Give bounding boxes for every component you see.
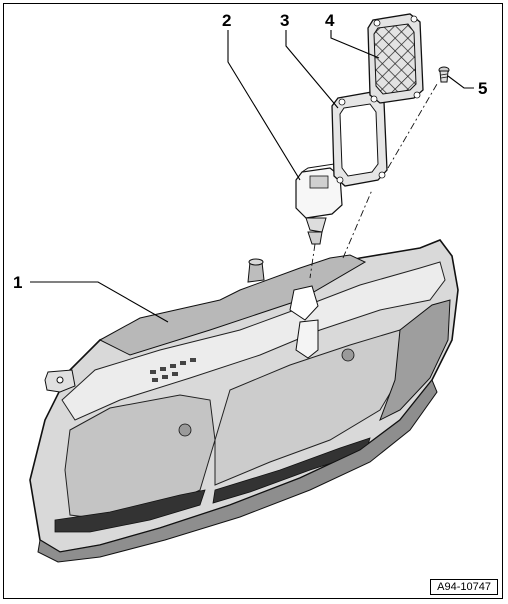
cover	[367, 13, 424, 104]
callout-4: 4	[325, 11, 335, 30]
bulb-socket	[295, 163, 343, 245]
gasket	[331, 91, 388, 187]
callout-3: 3	[280, 11, 289, 30]
callout-1: 1	[13, 273, 22, 292]
leader-lines	[30, 30, 474, 323]
screw	[438, 66, 450, 83]
callout-5: 5	[478, 79, 487, 98]
assembly-lines	[309, 83, 438, 279]
diagram-frame	[3, 3, 503, 599]
callout-2: 2	[222, 11, 231, 30]
headlamp-housing	[29, 239, 459, 563]
figure-reference-number: A94-10747	[430, 579, 498, 595]
